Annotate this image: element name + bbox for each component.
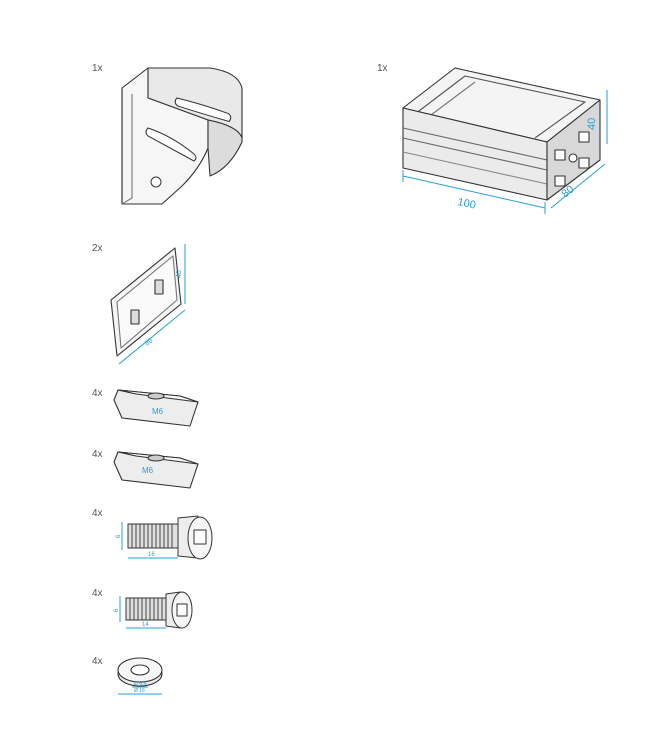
end-cap-width-label: 80 [144,337,155,347]
slot-nut-a-drawing: M6 [113,389,199,427]
qty-washer: 4x [92,656,103,667]
qty-aluminium-profile: 1x [377,63,388,74]
qty-slot-nut-b: 4x [92,449,103,460]
qty-angle-bracket: 1x [92,63,103,74]
end-cap-drawing: 40 80 [110,244,186,365]
angle-bracket-drawing [121,67,243,205]
bolt-short-diameter-label: 6 [114,608,120,612]
bolt-long-diameter-label: 6 [116,534,122,538]
qty-bolt-long: 4x [92,508,103,519]
end-cap-height-label: 40 [176,270,183,278]
washer-inner-diameter-label: Ø 6.4 [134,681,146,687]
profile-height-label: 40 [586,118,598,130]
qty-end-cap: 2x [92,243,103,254]
bolt-long-length-label: 16 [148,552,155,558]
qty-slot-nut-a: 4x [92,388,103,399]
bolt-short-drawing: 6 14 [114,591,193,629]
slot-nut-b-drawing: M6 [113,451,199,489]
aluminium-profile-drawing: 100 80 40 [402,67,608,214]
profile-length-label: 100 [456,196,476,212]
slot-nut-a-label: M6 [152,407,164,416]
bolt-long-drawing: 6 16 [116,515,213,560]
bolt-short-length-label: 14 [142,622,149,628]
profile-width-label: 80 [559,183,576,200]
washer-outer-diameter-label: Ø 16 [134,688,145,694]
qty-bolt-short: 4x [92,588,103,599]
washer-drawing: Ø 6.4 Ø 16 [117,657,163,695]
slot-nut-b-label: M6 [142,466,154,475]
